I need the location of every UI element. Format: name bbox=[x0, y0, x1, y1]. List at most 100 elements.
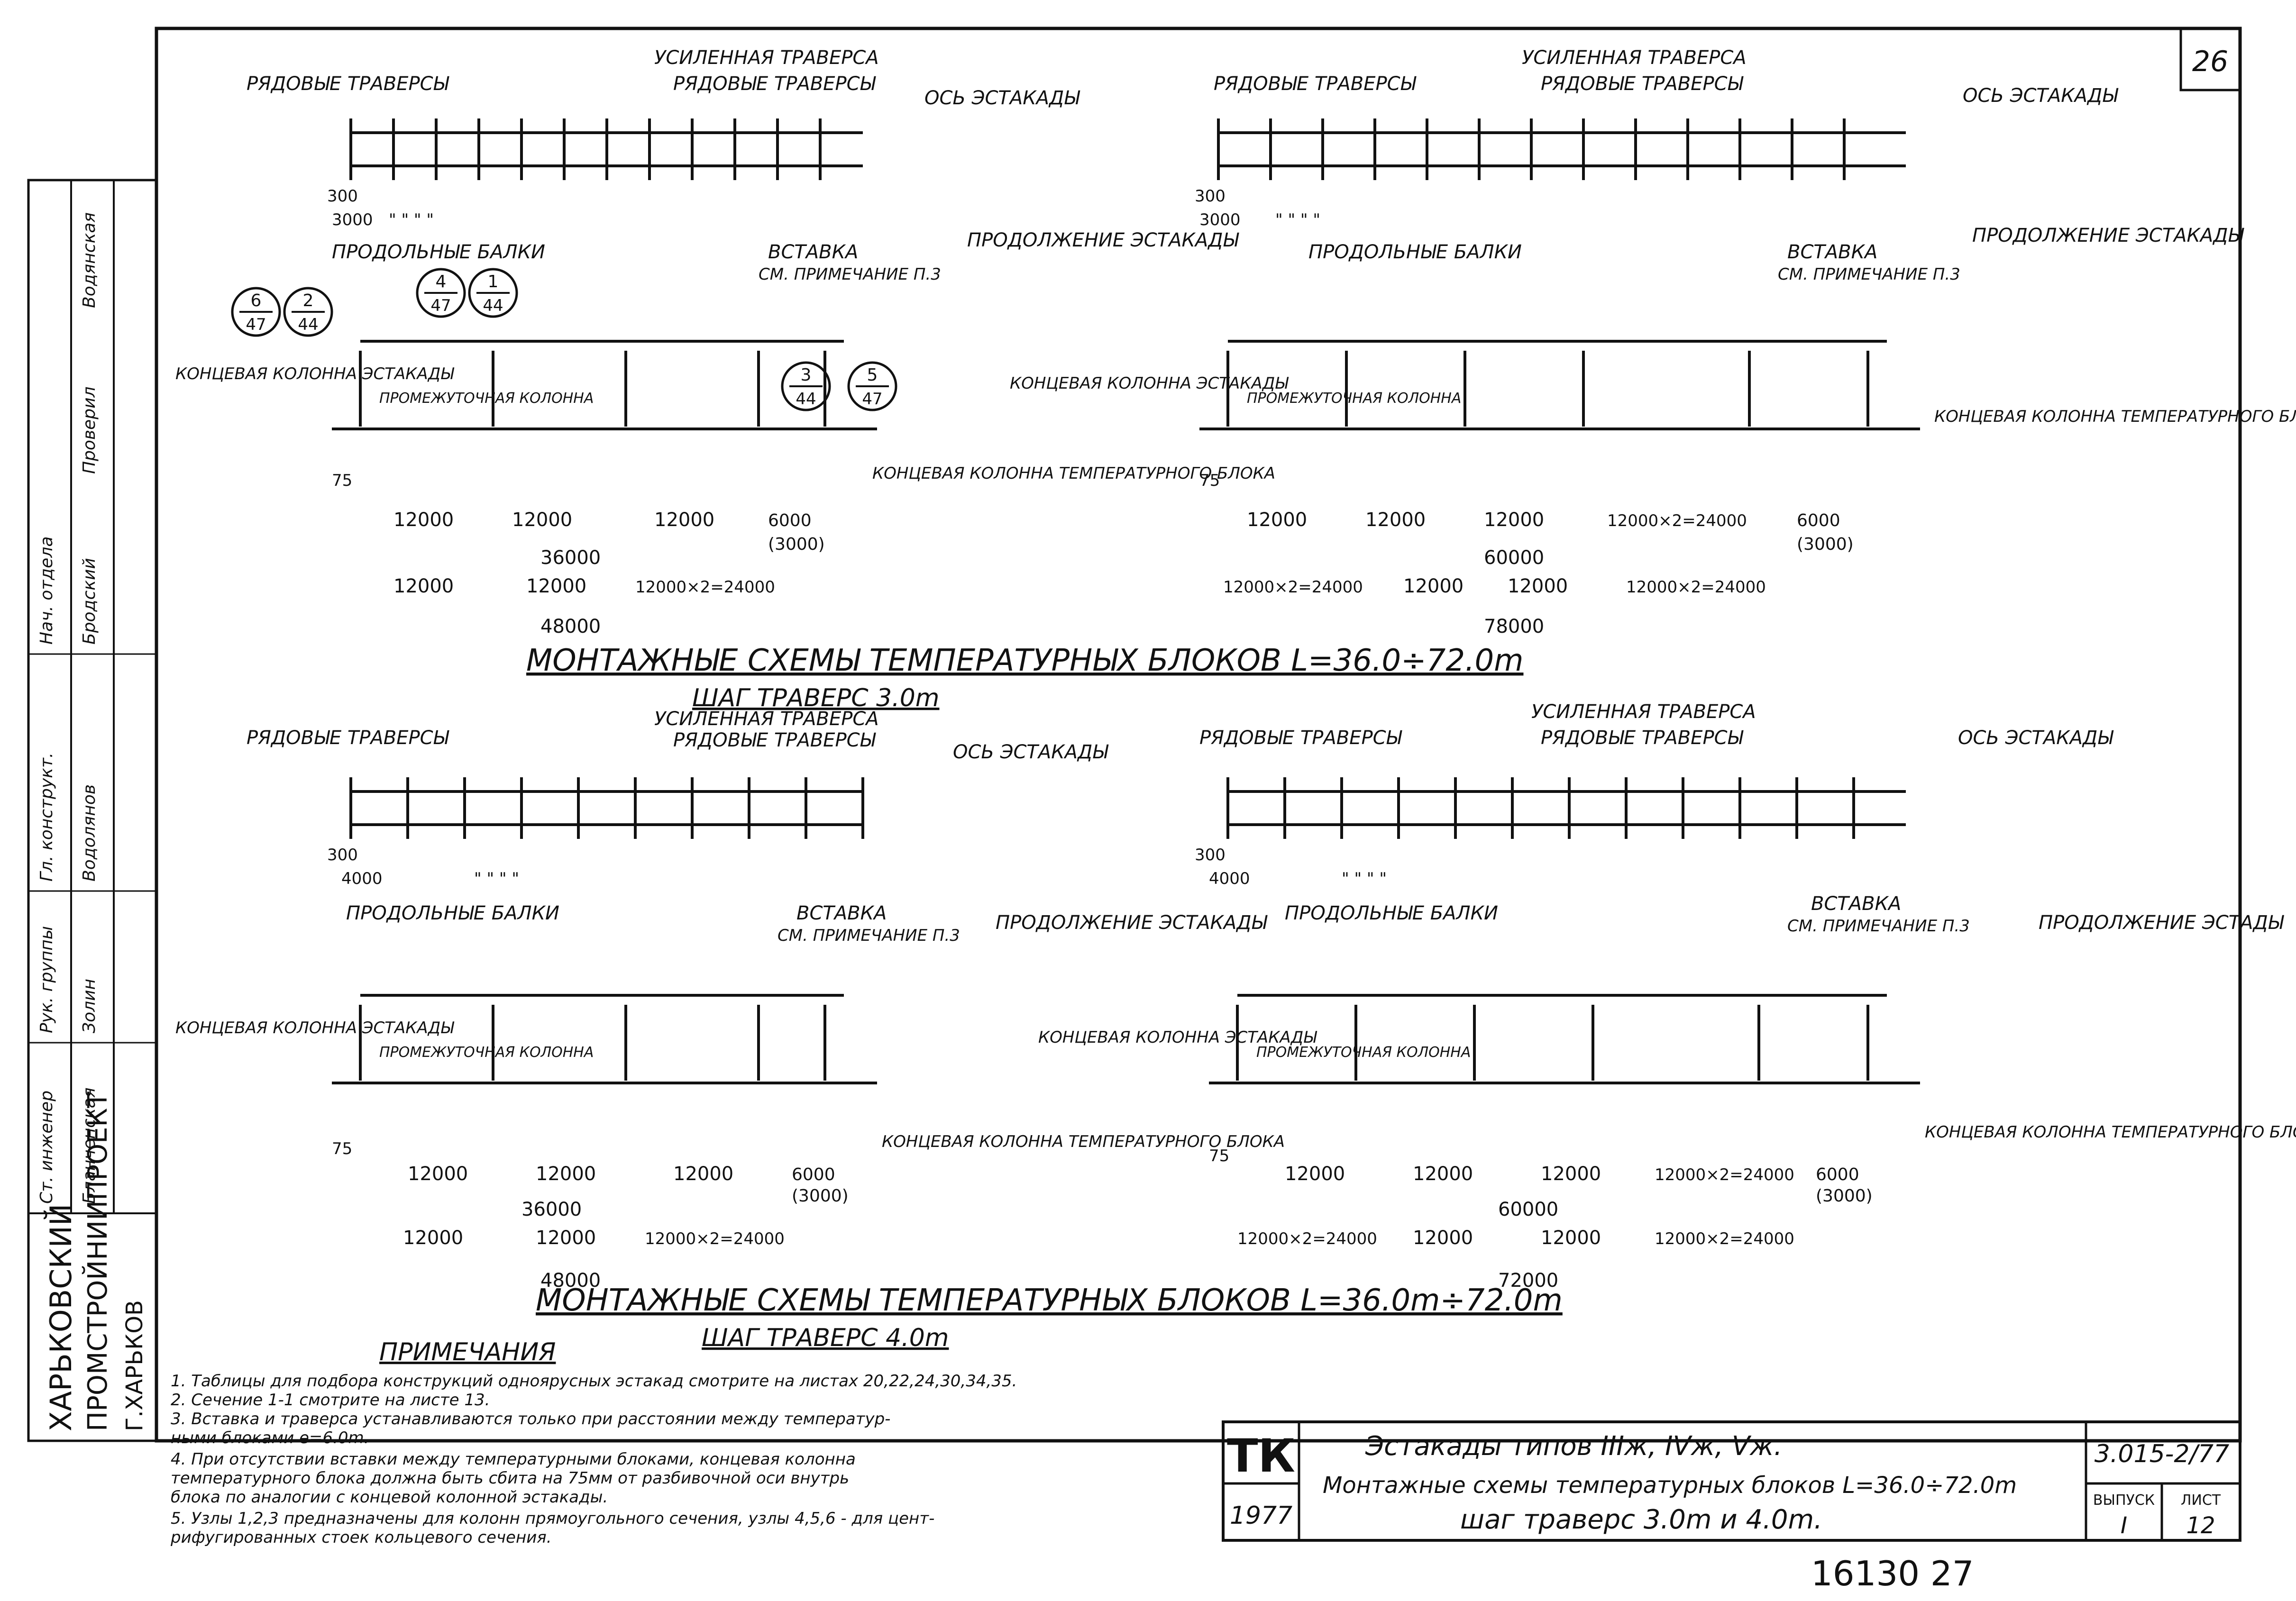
label-reinforced-traverse: УСИЛЕННАЯ ТРАВЕРСА bbox=[654, 47, 879, 69]
callout-den: 47 bbox=[862, 390, 882, 409]
label-insert: ВСТАВКА bbox=[1787, 241, 1877, 263]
stamp-role-5: Проверил bbox=[80, 386, 99, 474]
callout-den: 47 bbox=[430, 296, 451, 315]
dim-12000: 12000 bbox=[1541, 1163, 1601, 1185]
dim-12000: 12000 bbox=[673, 1163, 733, 1185]
scheme-top-right: РЯДОВЫЕ ТРАВЕРСЫ УСИЛЕННАЯ ТРАВЕРСА РЯДО… bbox=[1010, 47, 2296, 637]
dim-12000: 12000 bbox=[1365, 509, 1426, 531]
label-end-column-block: КОНЦЕВАЯ КОЛОННА ТЕМПЕРАТУРНОГО БЛОКА bbox=[882, 1132, 1285, 1151]
dim-12000x2: 12000×2=24000 bbox=[635, 578, 775, 597]
label-axis: ОСЬ ЭСТАКАДЫ bbox=[1963, 85, 2119, 107]
dim-75: 75 bbox=[1209, 1146, 1229, 1165]
dim-300: 300 bbox=[327, 187, 358, 206]
callout-num: 1 bbox=[488, 272, 499, 291]
dim-12000: 12000 bbox=[536, 1163, 596, 1185]
dim-ditto: " " " " bbox=[1342, 869, 1387, 888]
dim-12000: 12000 bbox=[512, 509, 572, 531]
dim-75: 75 bbox=[332, 471, 352, 490]
dim-300: 300 bbox=[1195, 187, 1226, 206]
stamp-name-1: Бланченская bbox=[80, 1087, 99, 1204]
dim-12000: 12000 bbox=[403, 1227, 463, 1249]
dim-3000: 3000 bbox=[332, 210, 373, 229]
label-long-beams: ПРОДОЛЬНЫЕ БАЛКИ bbox=[1285, 902, 1498, 924]
callout-num: 2 bbox=[303, 291, 314, 310]
note-line: 2. Сечение 1-1 смотрите на листе 13. bbox=[171, 1391, 490, 1410]
dim-78000: 78000 bbox=[1484, 616, 1544, 637]
heading-bottom: МОНТАЖНЫЕ СХЕМЫ ТЕМПЕРАТУРНЫХ БЛОКОВ L=3… bbox=[536, 1283, 1563, 1318]
label-row-traverses-2: РЯДОВЫЕ ТРАВЕРСЫ bbox=[673, 73, 876, 95]
callouts: 6 47 2 44 4 47 1 44 3 44 5 47 bbox=[231, 268, 897, 411]
plan-grid bbox=[1226, 777, 1906, 839]
scheme-bottom-right: РЯДОВЫЕ ТРАВЕРСЫ УСИЛЕННАЯ ТРАВЕРСА РЯДО… bbox=[1038, 701, 2296, 1292]
dim-300: 300 bbox=[1195, 846, 1226, 864]
dim-12000: 12000 bbox=[1247, 509, 1307, 531]
dim-12000: 12000 bbox=[654, 509, 714, 531]
callout-den: 47 bbox=[246, 315, 266, 334]
note-line: 5. Узлы 1,2,3 предназначены для колонн п… bbox=[171, 1509, 934, 1528]
heading-top-step: ШАГ ТРАВЕРС 3.0m bbox=[692, 684, 939, 712]
callout-num: 5 bbox=[867, 365, 878, 385]
label-continuation: ПРОДОЛЖЕНИЕ ЭСТАКАДЫ bbox=[1972, 225, 2245, 246]
label-intermediate-column: ПРОМЕЖУТОЧНАЯ КОЛОННА bbox=[1256, 1044, 1471, 1061]
callout-6-47: 6 47 bbox=[231, 287, 281, 337]
dim-6000: 6000 bbox=[1797, 511, 1840, 530]
notes: ПРИМЕЧАНИЯ 1. Таблицы для подбора констр… bbox=[170, 1338, 1017, 1547]
label-end-column-block: КОНЦЕВАЯ КОЛОННА ТЕМПЕРАТУРНОГО БЛОКА bbox=[872, 464, 1275, 483]
dim-48000: 48000 bbox=[540, 1270, 601, 1292]
label-insert: ВСТАВКА bbox=[1811, 893, 1901, 915]
dim-3000p: (3000) bbox=[792, 1186, 849, 1206]
label-insert-note: СМ. ПРИМЕЧАНИЕ П.3 bbox=[1778, 265, 1960, 284]
issue-value: I bbox=[2121, 1512, 2127, 1539]
dim-12000x2: 12000×2=24000 bbox=[1655, 1165, 1794, 1184]
notes-heading: ПРИМЕЧАНИЯ bbox=[379, 1338, 556, 1366]
dim-12000: 12000 bbox=[526, 575, 586, 597]
title-line-3: шаг траверс 3.0m и 4.0m. bbox=[1460, 1504, 1822, 1535]
stamp-role-1: Ст. инженер bbox=[37, 1091, 56, 1204]
stamp-role-2: Рук. группы bbox=[37, 926, 56, 1033]
label-end-column: КОНЦЕВАЯ КОЛОННА ЭСТАКАДЫ bbox=[1038, 1028, 1317, 1047]
dim-60000: 60000 bbox=[1498, 1199, 1558, 1220]
label-end-column: КОНЦЕВАЯ КОЛОННА ЭСТАКАДЫ bbox=[175, 1019, 455, 1037]
label-intermediate-column: ПРОМЕЖУТОЧНАЯ КОЛОННА bbox=[1247, 390, 1461, 407]
plan-grid bbox=[349, 118, 863, 180]
stamp-name-4: Бродский bbox=[80, 558, 99, 645]
dim-ditto: " " " " bbox=[474, 869, 519, 888]
callout-den: 44 bbox=[298, 315, 318, 334]
dim-12000x2: 12000×2=24000 bbox=[1237, 1229, 1377, 1248]
dim-3000p: (3000) bbox=[768, 535, 825, 554]
label-insert: ВСТАВКА bbox=[768, 241, 858, 263]
dim-4000: 4000 bbox=[1209, 869, 1250, 888]
title-block: ТК 1977 Эстакады типов IIIж, IVж, Vж. Мо… bbox=[1222, 1420, 2241, 1542]
dim-12000: 12000 bbox=[408, 1163, 468, 1185]
scheme-top-left: РЯДОВЫЕ ТРАВЕРСЫ УСИЛЕННАЯ ТРАВЕРСА РЯДО… bbox=[175, 47, 1275, 637]
callout-num: 4 bbox=[436, 272, 447, 291]
dim-72000: 72000 bbox=[1498, 1270, 1558, 1292]
callout-num: 6 bbox=[251, 291, 262, 310]
bottom-stamp-number: 16130 27 bbox=[1811, 1554, 1974, 1593]
label-row-traverses: РЯДОВЫЕ ТРАВЕРСЫ bbox=[1214, 73, 1417, 95]
label-continuation: ПРОДОЛЖЕНИЕ ЭСТАКАДЫ bbox=[967, 229, 1240, 251]
label-reinforced-traverse: УСИЛЕННАЯ ТРАВЕРСА bbox=[1531, 701, 1756, 723]
label-axis: ОСЬ ЭСТАКАДЫ bbox=[953, 741, 1109, 763]
label-insert-note: СМ. ПРИМЕЧАНИЕ П.3 bbox=[778, 926, 960, 945]
note-line: 4. При отсутствии вставки между температ… bbox=[171, 1450, 856, 1469]
dim-12000: 12000 bbox=[1403, 575, 1464, 597]
label-row-traverses-2: РЯДОВЫЕ ТРАВЕРСЫ bbox=[1541, 727, 1744, 749]
dim-75: 75 bbox=[332, 1139, 352, 1158]
dim-ditto: " " " " bbox=[1275, 210, 1320, 229]
label-row-traverses-2: РЯДОВЫЕ ТРАВЕРСЫ bbox=[1541, 73, 1744, 95]
dim-12000: 12000 bbox=[393, 575, 454, 597]
dim-36000: 36000 bbox=[540, 547, 601, 569]
heading-bottom-step: ШАГ ТРАВЕРС 4.0m bbox=[702, 1324, 949, 1352]
dim-12000x2: 12000×2=24000 bbox=[645, 1229, 785, 1248]
heading-top: МОНТАЖНЫЕ СХЕМЫ ТЕМПЕРАТУРНЫХ БЛОКОВ L=3… bbox=[526, 643, 1524, 678]
issue-label: ВЫПУСК bbox=[2093, 1492, 2155, 1509]
elevation bbox=[1199, 340, 1920, 430]
stamp-name-2: Золин bbox=[80, 979, 99, 1033]
callout-2-44: 2 44 bbox=[283, 287, 333, 337]
dim-12000x2: 12000×2=24000 bbox=[1607, 511, 1747, 530]
note-line: температурного блока должна быть сбита н… bbox=[171, 1469, 849, 1488]
sheet-number: 26 bbox=[2192, 45, 2228, 78]
stamp-org-1: ХАРЬКОВСКИЙ bbox=[44, 1204, 78, 1431]
